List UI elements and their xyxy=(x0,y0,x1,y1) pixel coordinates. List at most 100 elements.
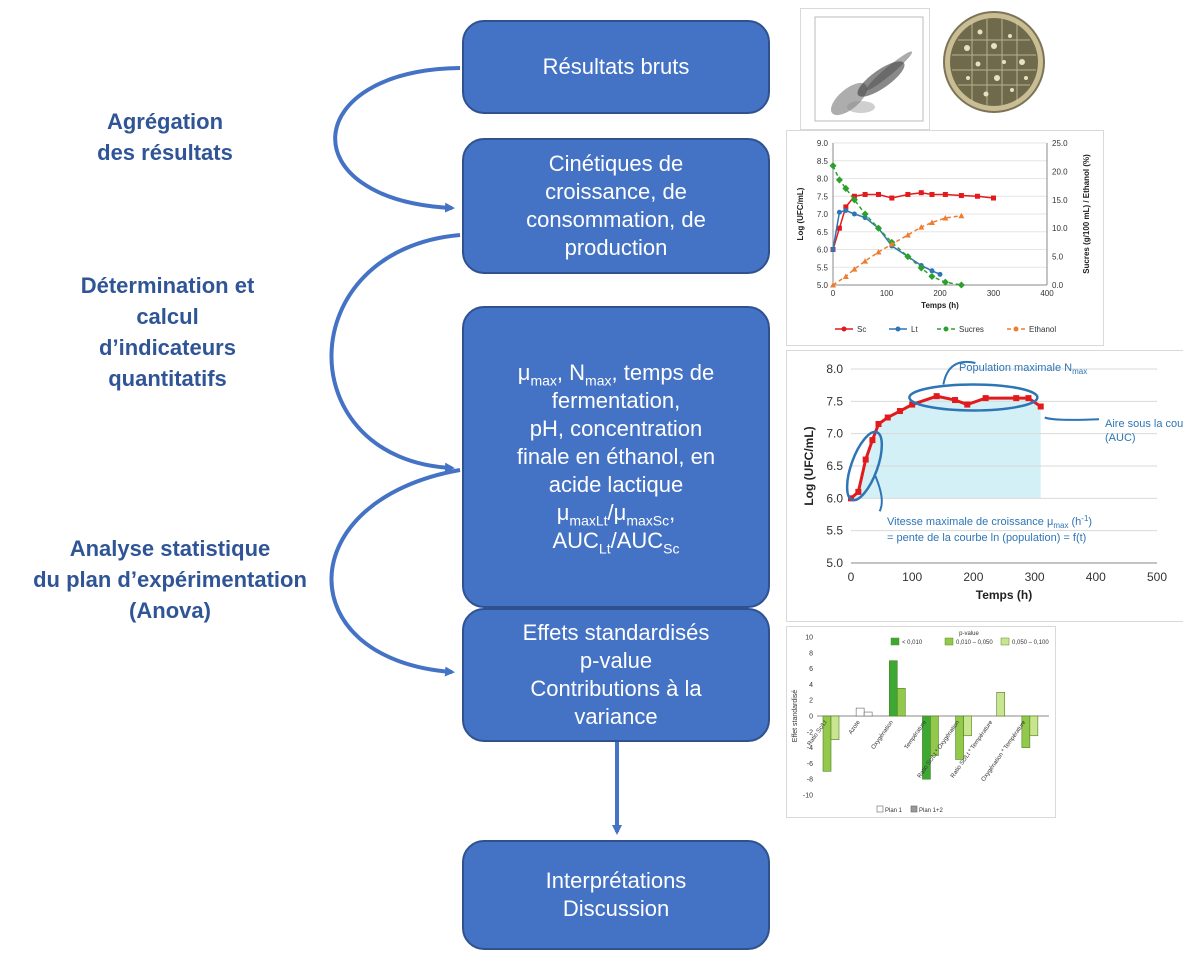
kinetics-chart: 5.05.56.06.57.07.58.08.59.00.05.010.015.… xyxy=(796,139,1091,334)
p-legend-swatch xyxy=(890,637,900,646)
y-tick-label: 4 xyxy=(809,682,813,689)
series-legend-swatch xyxy=(910,805,918,813)
y-tick-label: 8 xyxy=(809,650,813,657)
point-sc xyxy=(875,191,881,197)
p-legend-label: < 0,010 xyxy=(902,640,923,646)
auc-area xyxy=(851,396,1041,499)
x-axis-label: Temps (h) xyxy=(976,588,1032,602)
mumax-annotation: = pente de la courbe ln (population) = f… xyxy=(887,532,1086,544)
auc-annotation: (AUC) xyxy=(1105,432,1136,444)
point-ethanol xyxy=(875,249,882,255)
series-legend-label: Plan 1+2 xyxy=(919,808,944,814)
box-effects-line: Effets standardisés xyxy=(522,620,710,645)
p-legend-label: 0,050 – 0,100 xyxy=(1012,640,1049,646)
effect-bar xyxy=(863,711,873,717)
point-lt xyxy=(843,207,849,213)
point-ethanol xyxy=(830,282,836,288)
mumax-ellipse xyxy=(845,430,884,502)
point-lt xyxy=(929,268,935,274)
legend-marker xyxy=(841,326,847,332)
legend-label: Sucres xyxy=(959,325,984,334)
point-lt xyxy=(836,209,842,215)
point-lt xyxy=(862,215,868,221)
y-tick-label: 7.0 xyxy=(826,427,843,441)
point-sc xyxy=(991,195,996,201)
y-tick-label: 2 xyxy=(809,698,813,705)
legend-label: Ethanol xyxy=(1029,325,1056,334)
box-effects-line: p-value xyxy=(579,648,653,673)
y-tick-label: 8.5 xyxy=(817,157,829,166)
mumax-pointer xyxy=(874,475,883,512)
y-axis-label: Log (UFC/mL) xyxy=(802,426,816,505)
y2-axis-label: Sucres (g/100 mL) / Ethanol (%) xyxy=(1082,154,1091,274)
y-axis-label: Effet standardisé xyxy=(792,690,799,743)
box-interpretation: Interprétations Discussion xyxy=(462,840,770,950)
flow-cytometry-plot-image xyxy=(800,8,930,130)
point-ethanol xyxy=(958,212,965,219)
category-label: Azote xyxy=(848,719,862,736)
y-tick-label: 8.0 xyxy=(817,175,829,184)
box-indicators-ratio-auc: AUCLt/AUCSc xyxy=(552,528,680,557)
point-ethanol xyxy=(862,258,869,264)
growth-curve-point xyxy=(855,488,862,495)
p-legend-title: p-value xyxy=(959,631,979,637)
y-tick-label: 6.5 xyxy=(817,228,829,237)
step-label-determination: Détermination et calcul d’indicateurs qu… xyxy=(80,273,255,391)
box-indicators-line: acide lactique xyxy=(548,472,684,497)
legend-marker xyxy=(895,326,901,332)
auc-pointer xyxy=(1044,416,1100,421)
y-tick-label: 7.5 xyxy=(817,192,829,201)
effect-bar xyxy=(830,715,840,741)
box-kinetics-line: production xyxy=(564,235,668,260)
growth-curve-point xyxy=(869,437,876,444)
growth-curve-point xyxy=(896,408,903,415)
y-tick-label: 7.0 xyxy=(817,210,829,219)
p-legend-swatch xyxy=(1000,637,1010,646)
y-tick-label: 6.0 xyxy=(826,491,843,505)
y-tick-label: 6.5 xyxy=(826,459,843,473)
point-sc xyxy=(942,191,948,197)
point-sc xyxy=(918,190,924,196)
y-tick-label: 5.0 xyxy=(826,556,843,570)
x-tick-label: 100 xyxy=(902,570,922,584)
y2-tick-label: 10.0 xyxy=(1052,224,1068,233)
effect-bar xyxy=(955,715,964,760)
y-tick-label: 10 xyxy=(805,635,813,642)
box-indicators-line: fermentation, xyxy=(551,388,681,413)
mumax-annotation: Vitesse maximale de croissance μmax (h-1… xyxy=(887,514,1092,530)
effect-bar xyxy=(1029,715,1039,737)
point-sc xyxy=(843,204,849,210)
box-raw-results-text: Résultats bruts xyxy=(542,54,690,79)
box-interpretation-line: Discussion xyxy=(562,896,670,921)
box-kinetics-line: consommation, de xyxy=(526,207,706,232)
point-sucres xyxy=(835,176,843,184)
point-sc xyxy=(889,195,895,201)
p-legend-label: 0,010 – 0,050 xyxy=(956,640,993,646)
box-kinetics-line: croissance, de xyxy=(545,179,687,204)
growth-curve-point xyxy=(982,395,989,402)
box-indicators: μmax, Nmax, temps de fermentation, pH, c… xyxy=(462,306,770,608)
growth-curve-point xyxy=(909,401,916,408)
arrow-step1 xyxy=(333,66,461,213)
arrow-step2 xyxy=(329,233,461,473)
box-kinetics: Cinétiques de croissance, de consommatio… xyxy=(462,138,770,274)
point-sc xyxy=(929,191,935,197)
growth-curve-point xyxy=(1013,395,1020,402)
x-tick-label: 300 xyxy=(987,289,1001,298)
y2-tick-label: 5.0 xyxy=(1052,253,1064,262)
x-tick-label: 200 xyxy=(933,289,947,298)
point-lt xyxy=(851,211,857,217)
growth-curve-point xyxy=(952,397,959,404)
y2-tick-label: 0.0 xyxy=(1052,281,1064,290)
box-indicators-line: finale en éthanol, en xyxy=(516,444,716,469)
y-tick-label: 8.0 xyxy=(826,362,843,376)
y-tick-label: 7.5 xyxy=(826,394,843,408)
point-sc xyxy=(862,191,868,197)
box-indicators-line: pH, concentration xyxy=(529,416,703,441)
effect-bar xyxy=(822,715,832,772)
y-axis-label: Log (UFC/mL) xyxy=(796,187,805,240)
series-line-sc xyxy=(832,191,994,250)
growth-curve-point xyxy=(875,420,882,427)
